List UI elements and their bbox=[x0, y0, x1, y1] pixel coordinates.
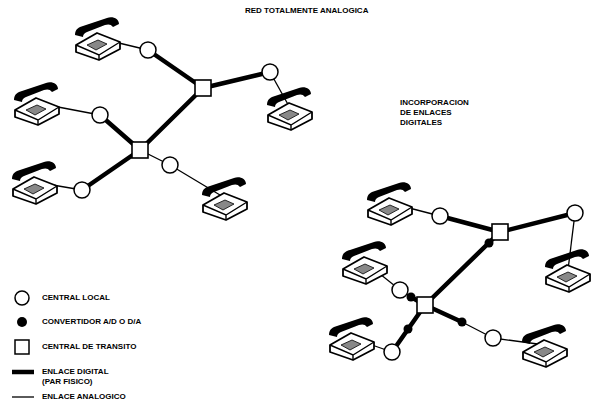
legend-local-exchange bbox=[15, 291, 29, 305]
legend-converter bbox=[17, 317, 27, 327]
digital-link bbox=[500, 213, 575, 232]
digital-link bbox=[440, 216, 500, 232]
legend-transit-exchange bbox=[15, 340, 29, 354]
converter-dot bbox=[404, 325, 413, 334]
telephone-icon bbox=[367, 182, 412, 225]
panel-heading: RED TOTALMENTE ANALOGICA bbox=[245, 6, 368, 16]
legend-label: CONVERTIDOR A/D O D/A bbox=[42, 317, 141, 327]
local-exchange bbox=[567, 205, 583, 221]
telephone-icon bbox=[267, 87, 312, 130]
local-exchange bbox=[432, 208, 448, 224]
telephone-icon bbox=[522, 324, 567, 367]
analog-link bbox=[170, 165, 225, 198]
legend-samples bbox=[12, 291, 34, 397]
local-exchange bbox=[74, 182, 90, 198]
legend-label: ENLACE DIGITAL (PAR FISICO) bbox=[42, 367, 122, 387]
converters bbox=[404, 239, 494, 334]
transit-exchange bbox=[417, 297, 433, 313]
local-exchange bbox=[384, 344, 400, 360]
transit-exchanges bbox=[132, 80, 508, 313]
telephone-icon bbox=[75, 17, 120, 60]
transit-exchange bbox=[195, 80, 211, 96]
local-exchange bbox=[92, 107, 108, 123]
converter-dot bbox=[458, 318, 467, 327]
analog-links bbox=[35, 38, 575, 352]
telephone-icon bbox=[342, 241, 387, 284]
local-exchange bbox=[162, 157, 178, 173]
local-exchange bbox=[392, 282, 408, 298]
telephone-icon bbox=[14, 82, 59, 125]
local-exchange bbox=[262, 64, 278, 80]
local-exchange bbox=[140, 42, 156, 58]
digital-link bbox=[203, 72, 270, 88]
legend-label: CENTRAL LOCAL bbox=[42, 293, 110, 303]
telephone-icon bbox=[329, 317, 374, 360]
digital-link bbox=[425, 232, 500, 305]
transit-exchange bbox=[132, 142, 148, 158]
legend-digital-link bbox=[12, 370, 34, 375]
telephones bbox=[12, 17, 590, 367]
converter-dot bbox=[407, 293, 416, 302]
panel-heading: INCORPORACION DE ENLACES DIGITALES bbox=[400, 98, 475, 128]
legend-label: CENTRAL DE TRANSITO bbox=[42, 342, 136, 352]
local-exchanges bbox=[74, 42, 583, 360]
transit-exchange bbox=[492, 224, 508, 240]
digital-link bbox=[140, 88, 203, 150]
telephone-icon bbox=[202, 177, 247, 220]
telephone-icon bbox=[545, 249, 590, 292]
legend-analog-link bbox=[12, 396, 34, 397]
local-exchange bbox=[485, 330, 501, 346]
converter-dot bbox=[485, 239, 494, 248]
legend-label: ENLACE ANALOGICO bbox=[42, 392, 126, 402]
telephone-icon bbox=[12, 161, 57, 204]
digital-links bbox=[82, 50, 575, 352]
